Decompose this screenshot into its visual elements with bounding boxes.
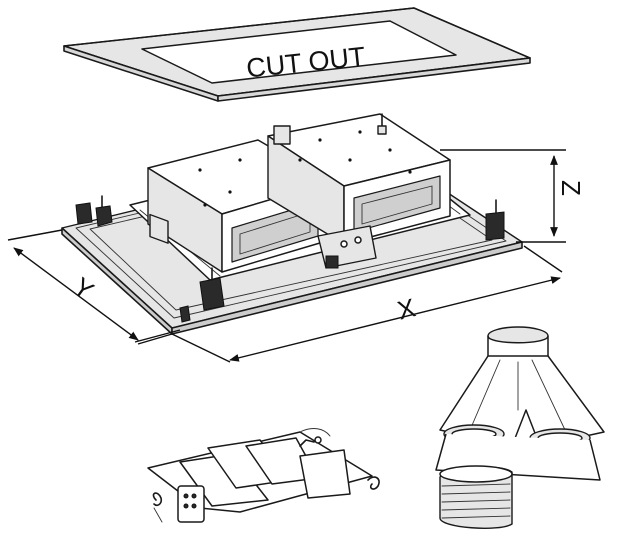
cut-out-template: CUT OUT: [63, 7, 531, 102]
dimension-y-label: Y: [68, 271, 100, 305]
corner-bracket-right: [485, 199, 505, 241]
dimension-x-label: X: [394, 292, 418, 325]
dimension-z-label: Z: [556, 180, 586, 196]
ceiling-unit: [61, 113, 523, 335]
y-duct-adapter: [435, 326, 605, 529]
right-fan-housing: [267, 113, 451, 245]
dimension-z: Z: [440, 149, 586, 243]
corner-bracket-front: [199, 267, 225, 311]
corner-bracket-left: [95, 195, 113, 227]
accessory-bag: [147, 428, 380, 523]
